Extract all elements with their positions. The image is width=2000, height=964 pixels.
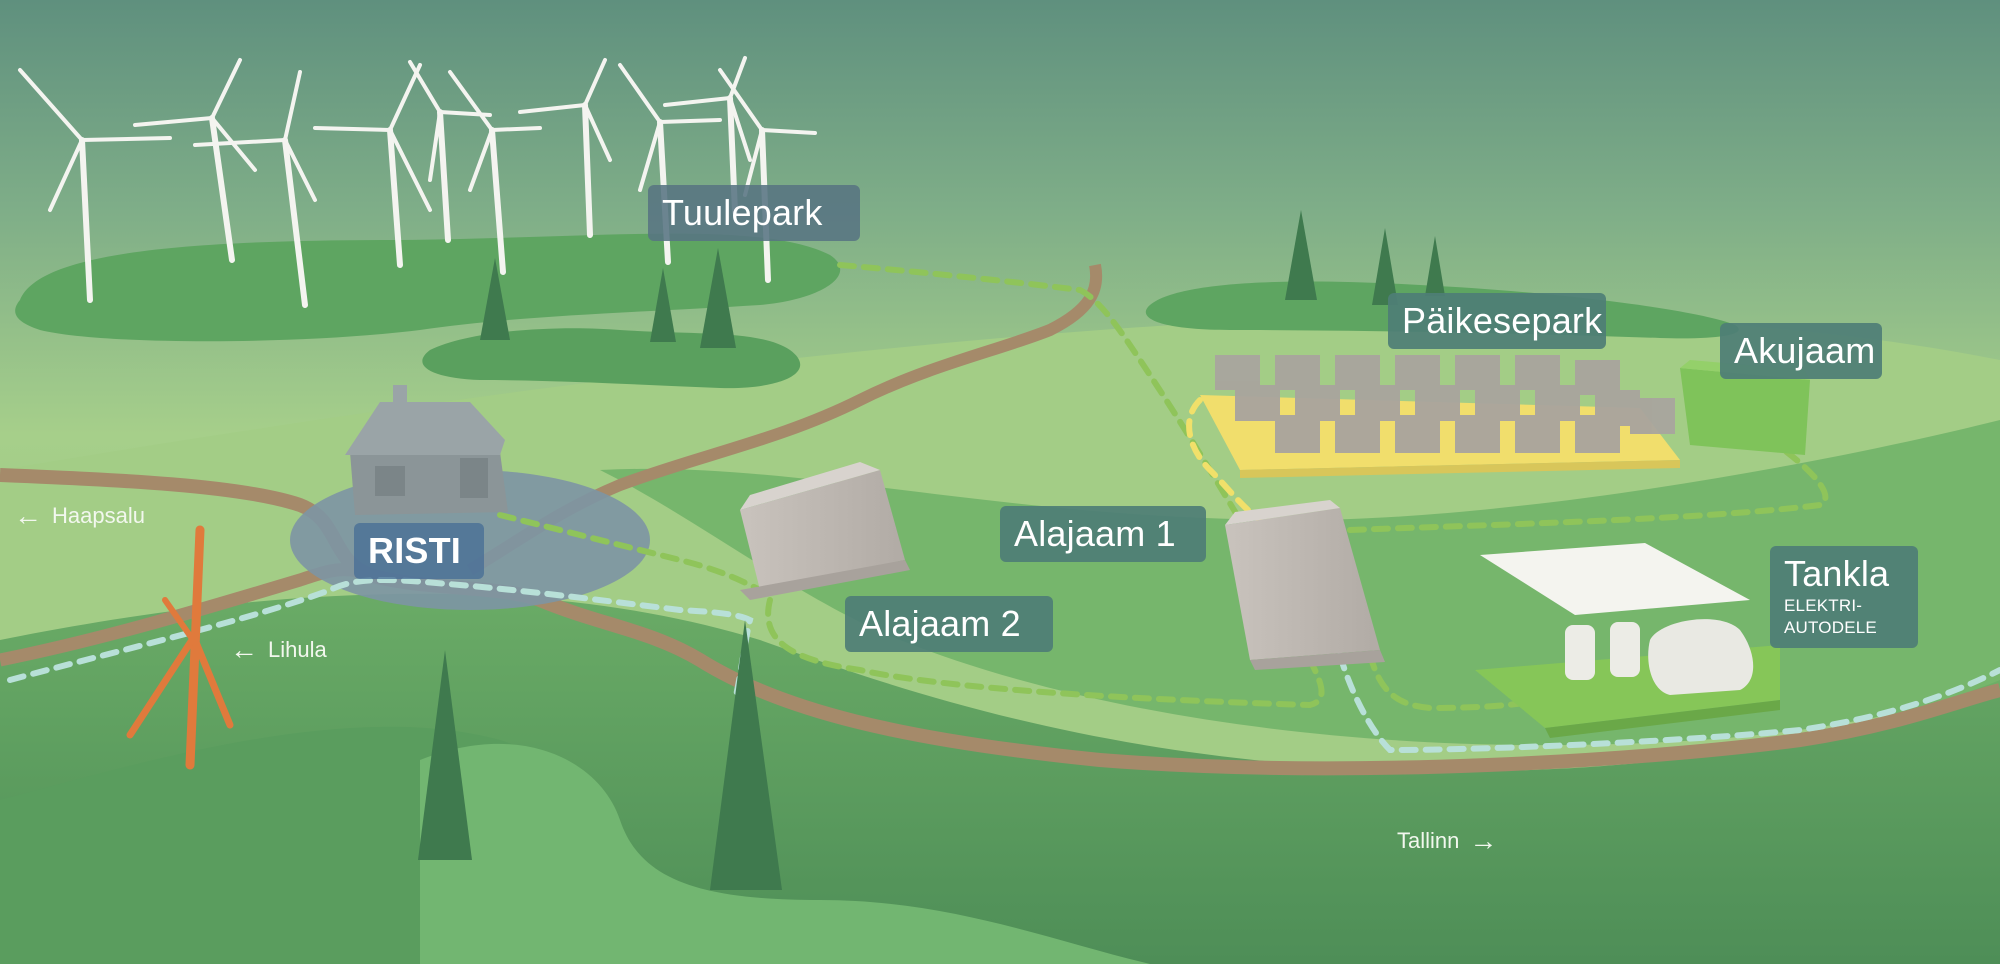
tankla-sublabel-1: ELEKTRI-	[1784, 596, 1863, 615]
paikesepark-text: Päikesepark	[1402, 300, 1603, 341]
tankla-sublabel-2: AUTODELE	[1784, 618, 1877, 637]
house-icon	[345, 385, 508, 515]
akujaam-text: Akujaam	[1734, 330, 1876, 371]
label-tuulepark: Tuulepark	[648, 185, 860, 241]
tallinn-text: Tallinn	[1397, 828, 1460, 853]
substation-2-icon	[740, 462, 910, 600]
label-alajaam-2: Alajaam 2	[845, 596, 1053, 652]
arrow-left-icon: ←	[14, 500, 42, 531]
tuulepark-text: Tuulepark	[662, 192, 823, 233]
label-alajaam-1: Alajaam 1	[1000, 506, 1206, 562]
ev-charging-station-icon	[1475, 543, 1780, 738]
label-akujaam: Akujaam	[1720, 323, 1882, 379]
direction-haapsalu: ← Haapsalu	[14, 500, 145, 531]
haapsalu-text: Haapsalu	[52, 503, 145, 528]
direction-tallinn: Tallinn →	[1397, 825, 1498, 856]
orange-tree	[126, 525, 234, 770]
tankla-text: Tankla	[1784, 553, 1890, 594]
trees	[418, 210, 1445, 890]
alajaam-2-text: Alajaam 2	[859, 603, 1021, 644]
label-tankla: Tankla ELEKTRI- AUTODELE	[1770, 546, 1918, 648]
arrow-left-icon: ←	[230, 634, 258, 665]
risti-text: RISTI	[368, 530, 462, 571]
substation-1-icon	[1225, 500, 1385, 670]
solar-park-icon	[1200, 355, 1680, 478]
wind-turbines	[18, 56, 817, 308]
label-paikesepark: Päikesepark	[1388, 293, 1606, 349]
label-risti: RISTI	[354, 523, 484, 579]
direction-lihula: ← Lihula	[230, 634, 327, 665]
arrow-right-icon: →	[1469, 825, 1498, 856]
lihula-text: Lihula	[268, 637, 327, 662]
alajaam-1-text: Alajaam 1	[1014, 513, 1176, 554]
